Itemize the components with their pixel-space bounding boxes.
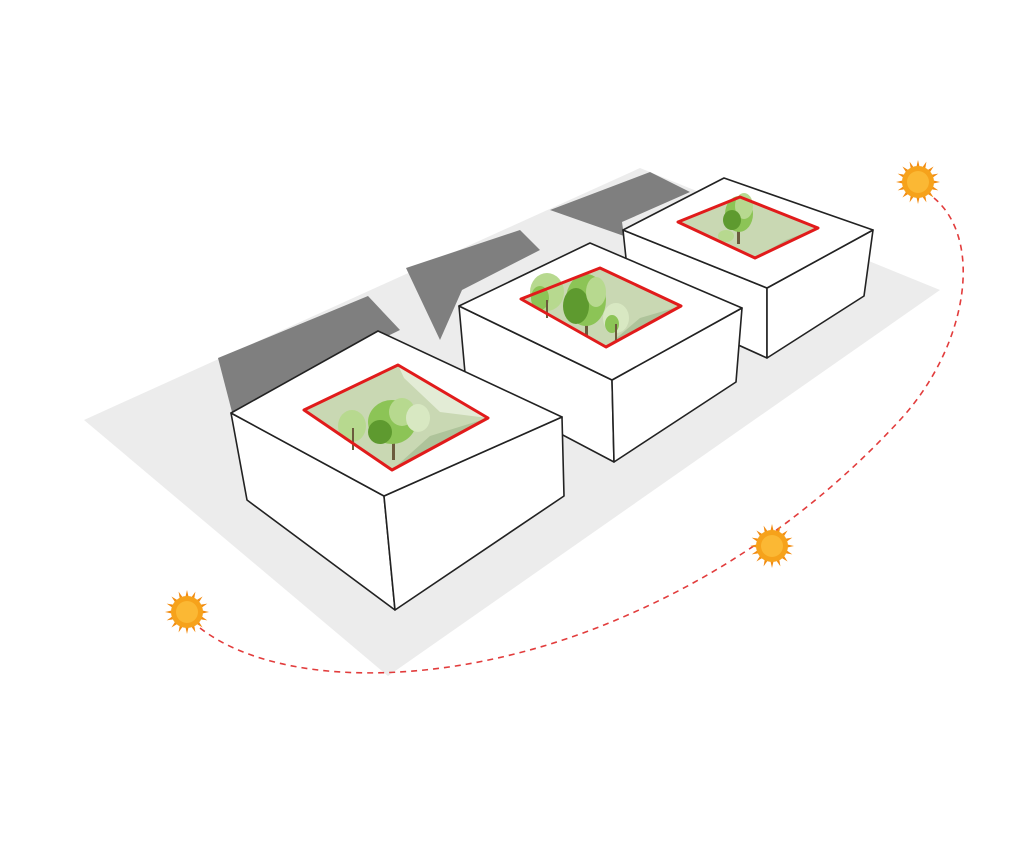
sun-ray <box>185 626 189 634</box>
sun-sunset-icon <box>896 160 940 204</box>
tree-icon <box>338 410 366 450</box>
sun-path-arc <box>199 197 964 674</box>
tree-icon <box>603 303 629 340</box>
building-1-courtyard <box>302 363 490 472</box>
building-1-shadow <box>218 296 400 412</box>
cast-shadows <box>218 172 690 412</box>
sun-ray <box>896 180 904 184</box>
tree-icon <box>563 274 606 336</box>
sun-ray <box>185 590 189 598</box>
sun-ray <box>201 610 209 614</box>
building-3-courtyard <box>676 193 820 260</box>
building-1-courtyard-outline <box>302 363 490 472</box>
tree-icon <box>406 404 430 432</box>
tree-icon <box>530 273 564 318</box>
building-3-shadow <box>550 172 690 236</box>
building-2-courtyard-outline <box>519 266 683 349</box>
sun-ray <box>786 544 794 548</box>
sun-ray <box>770 560 774 568</box>
sun-ray <box>750 544 758 548</box>
sun-ray <box>932 180 940 184</box>
sun-midday-icon <box>750 524 794 568</box>
building-2-courtyard <box>519 266 683 349</box>
sun-ray <box>916 196 920 204</box>
building-2-shadow <box>406 230 540 340</box>
building-2 <box>458 242 743 463</box>
sun-ray <box>165 610 173 614</box>
building-3-courtyard-outline <box>676 195 820 260</box>
building-1 <box>230 330 565 611</box>
sun-sunrise-icon <box>165 590 209 634</box>
sun-ray <box>770 524 774 532</box>
building-3 <box>622 177 874 359</box>
sun-ray <box>916 160 920 168</box>
tree-icon <box>368 398 416 460</box>
